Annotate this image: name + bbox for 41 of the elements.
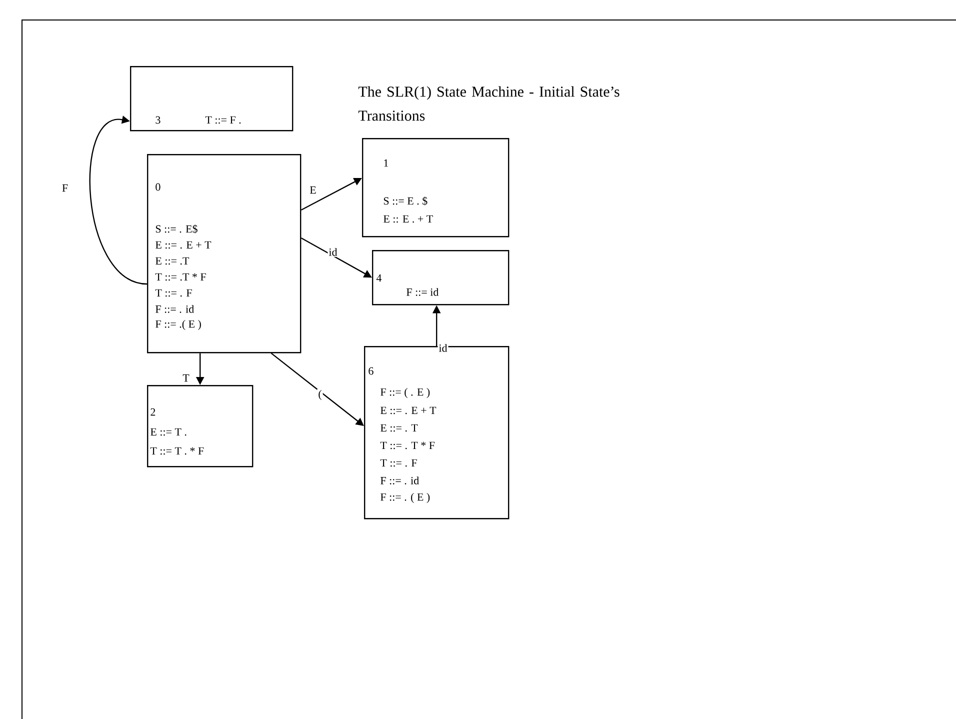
- state-box: [364, 346, 510, 520]
- production-rule: E ::= .T: [156, 257, 190, 265]
- edge-label: E: [308, 185, 318, 195]
- state-box: [372, 250, 510, 306]
- production-rule: E ::= . T: [380, 424, 418, 432]
- production-rule: T ::= F .: [205, 116, 241, 124]
- production-rule: E ::= . E + T: [380, 406, 436, 414]
- production-rule: F ::= id: [406, 288, 439, 296]
- state-number: 3: [156, 116, 160, 124]
- edge-label: id: [328, 247, 338, 257]
- edge-label: T: [182, 373, 190, 383]
- production-rule: T ::= . F: [380, 459, 417, 467]
- production-rule: T ::= . F: [155, 289, 192, 297]
- production-rule: E ::= T .: [150, 428, 186, 436]
- production-rule: F ::= . ( E ): [380, 493, 430, 503]
- production-rule: F ::= .( E ): [156, 320, 201, 330]
- edge-label: F: [60, 183, 70, 193]
- arrow: [89, 116, 148, 285]
- production-rule: E :: E . + T: [384, 215, 433, 223]
- state-number: 0: [156, 183, 160, 191]
- edge-label: (: [317, 389, 323, 401]
- production-rule: T ::= T . * F: [150, 447, 204, 455]
- state-number: 2: [150, 408, 156, 416]
- state-box: [147, 154, 302, 354]
- state-number: 4: [376, 274, 382, 282]
- production-rule: F ::= ( . E ): [380, 388, 430, 398]
- production-rule: F ::= . id: [380, 476, 419, 484]
- state-number: 1: [384, 159, 388, 167]
- state-number: 6: [368, 367, 374, 375]
- arrow: [270, 352, 364, 426]
- state-box: [147, 385, 254, 468]
- state-box: [362, 138, 510, 238]
- production-rule: T ::= . T * F: [380, 442, 435, 450]
- state-box: [130, 66, 294, 132]
- production-rule: T ::= .T * F: [155, 273, 206, 281]
- production-rule: S ::= . E$: [156, 224, 198, 234]
- production-rule: F ::= . id: [156, 305, 194, 313]
- title: The SLR(1) State Machine - Initial State’s Transitions: [358, 86, 620, 121]
- production-rule: E ::= . E + T: [156, 241, 212, 249]
- production-rule: S ::= E . $: [384, 196, 428, 206]
- edge-label: id: [438, 343, 448, 353]
